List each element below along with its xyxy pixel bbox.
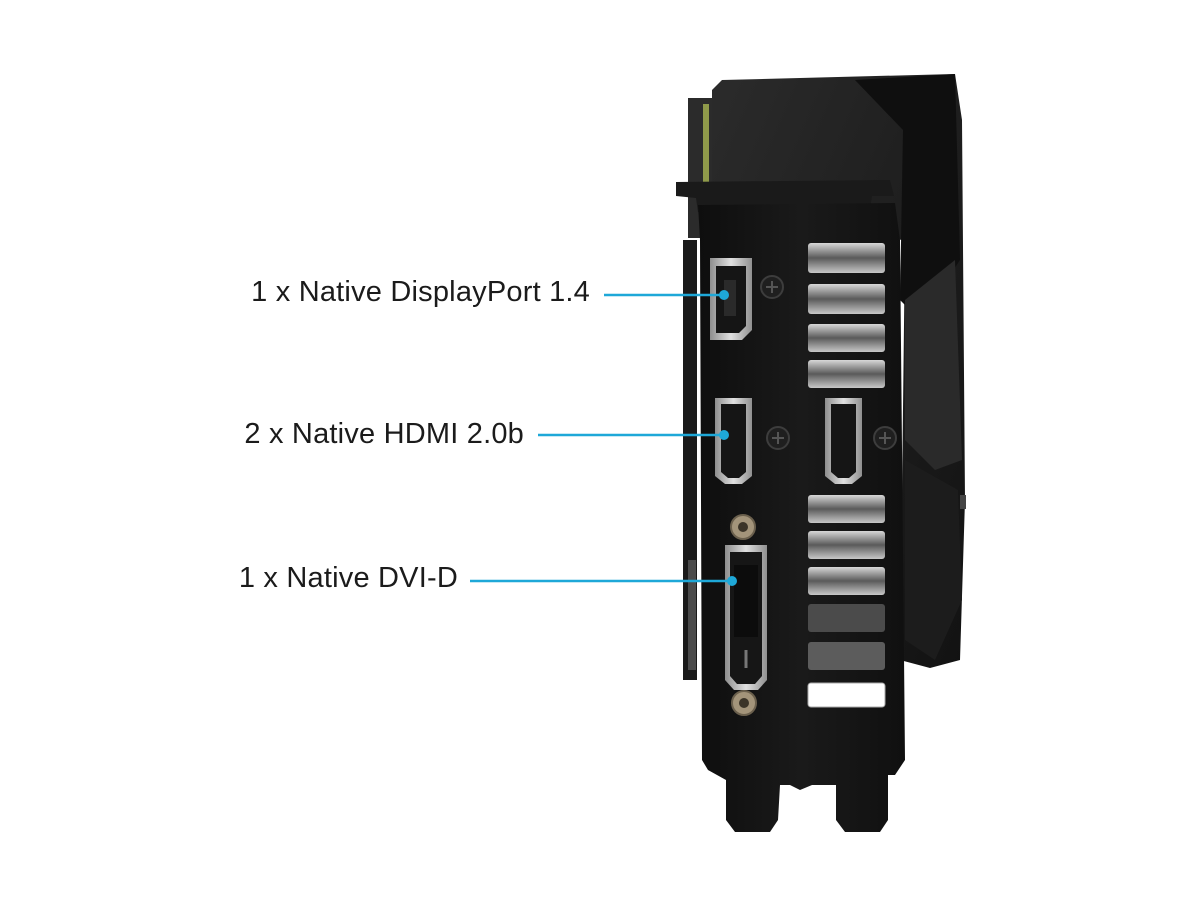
screw-icon [760, 275, 784, 299]
leader-line-dvi [470, 576, 737, 586]
dvi-port-icon [725, 514, 767, 716]
leader-line-displayport [604, 290, 729, 300]
displayport-label: 1 x Native DisplayPort 1.4 [251, 276, 590, 308]
hdmi-port-icon [825, 398, 862, 484]
hdmi-label: 2 x Native HDMI 2.0b [244, 418, 524, 450]
screw-icon [873, 426, 897, 450]
displayport-port-icon [710, 258, 752, 340]
screw-icon [766, 426, 790, 450]
dvi-label: 1 x Native DVI-D [238, 562, 458, 594]
leader-line-hdmi [538, 430, 729, 440]
hdmi-port-icon [715, 398, 752, 484]
vent-slots [807, 243, 886, 708]
